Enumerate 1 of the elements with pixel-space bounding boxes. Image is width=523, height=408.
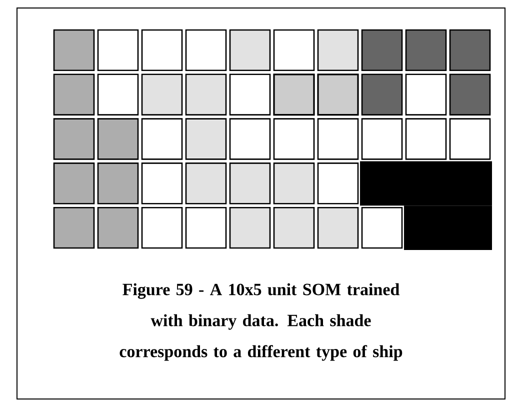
- caption: Figure 59 - A 10x5 unit SOM trained with binary data. Each shade corresponds to a different type of ship: [120, 283, 402, 361]
